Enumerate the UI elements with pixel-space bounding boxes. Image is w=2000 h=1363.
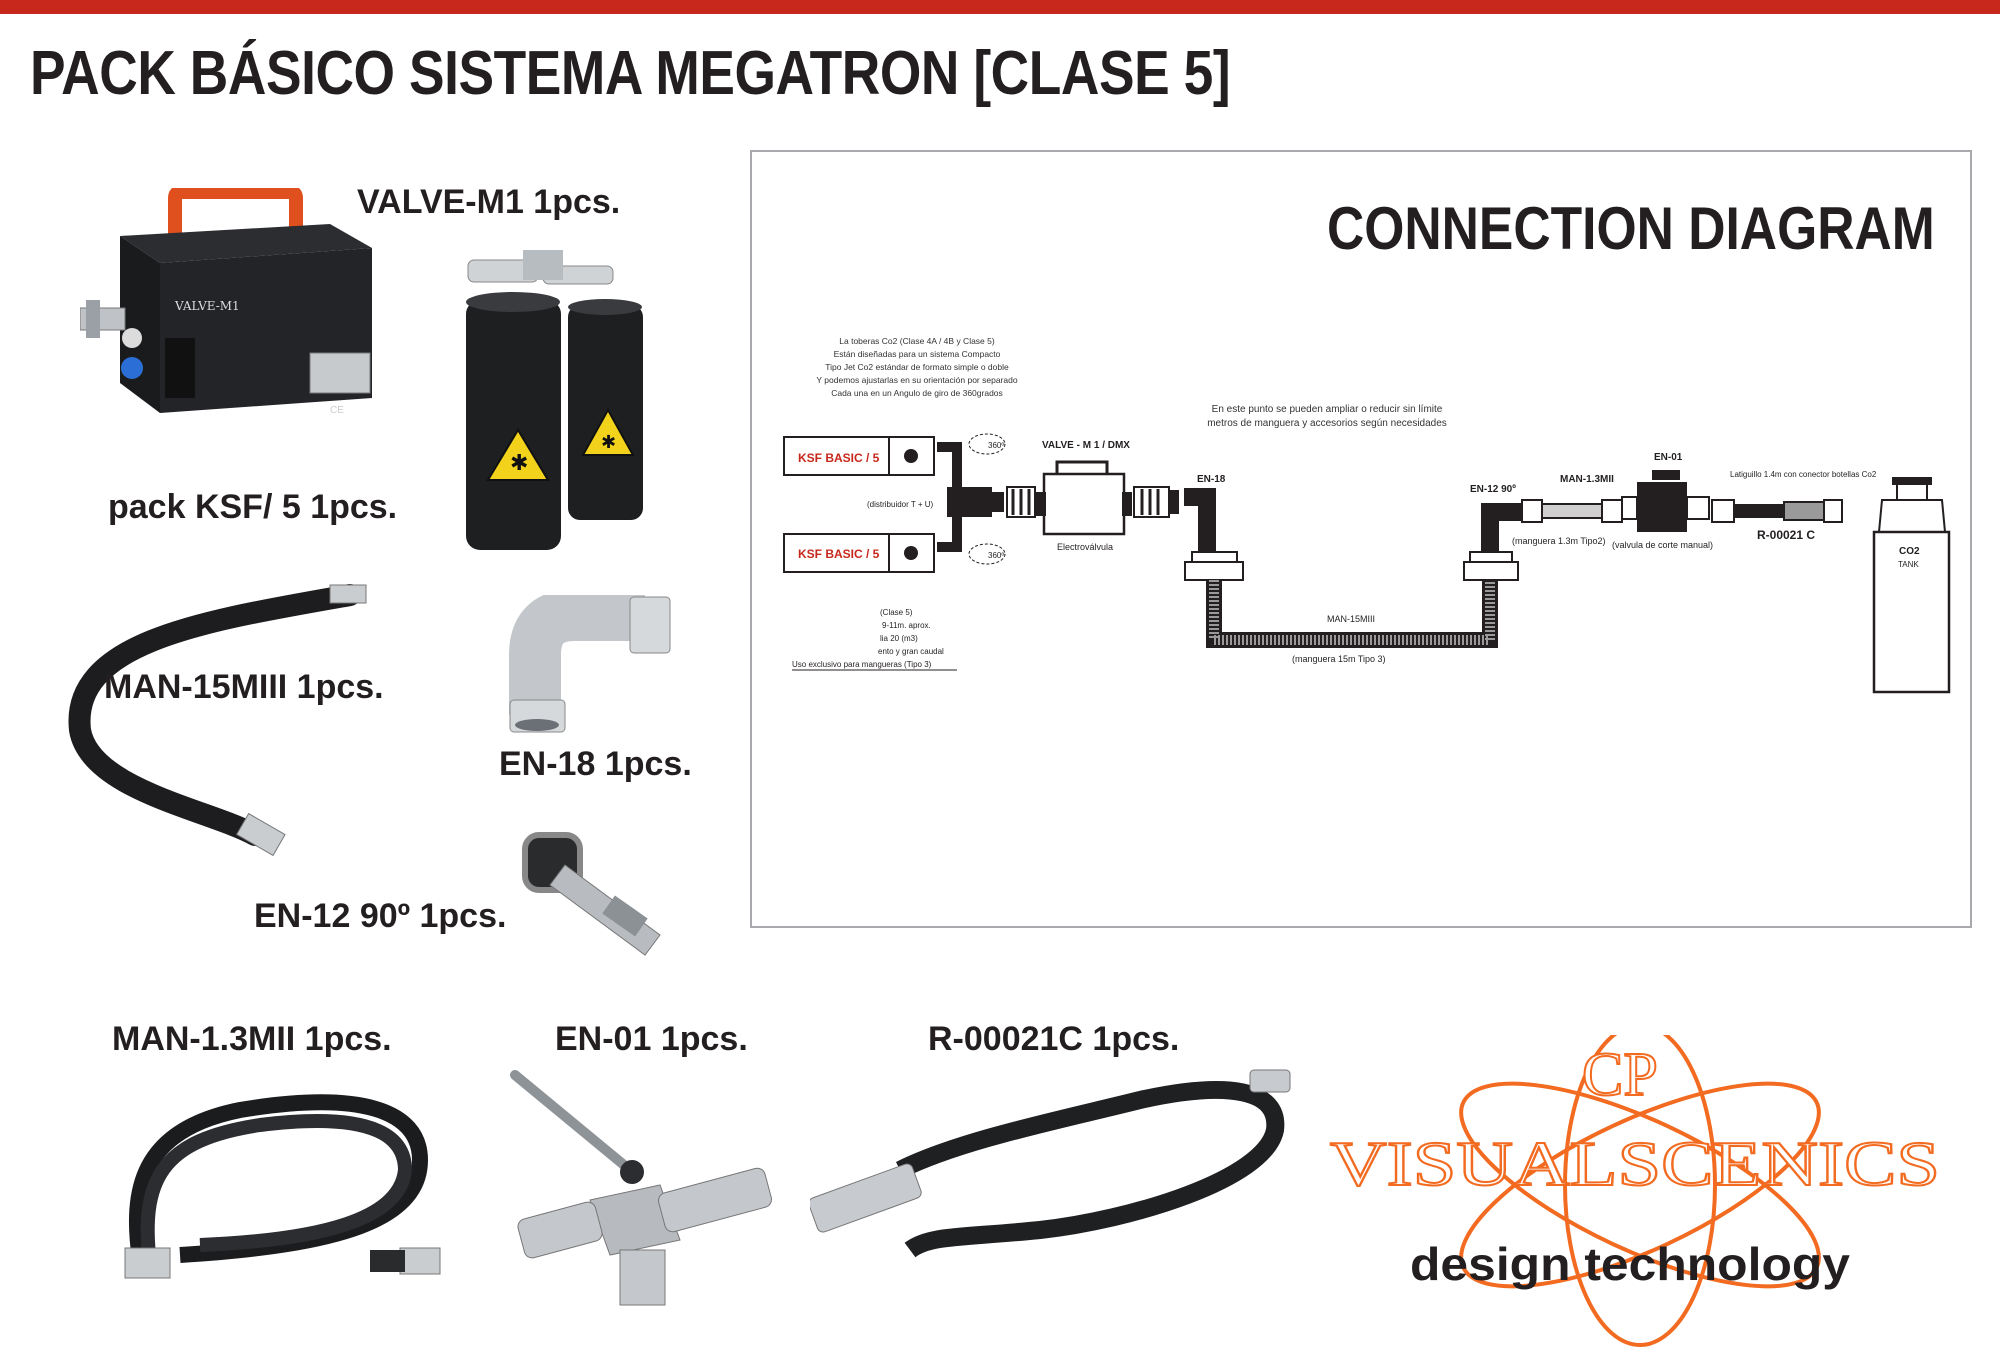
nozzle-note-line: La toberas Co2 (Clase 4A / 4B y Clase 5) xyxy=(839,336,995,346)
diagram-title: CONNECTION DIAGRAM xyxy=(1327,195,1935,262)
en12-text: EN-12 90º xyxy=(1470,484,1516,495)
en-01-image xyxy=(500,1060,800,1310)
nozzle-note-line: Cada una en un Angulo de giro de 360grad… xyxy=(831,388,1003,398)
nozzle-note-line: Tipo Jet Co2 estándar de formato simple … xyxy=(825,362,1009,372)
man15-text: MAN-15MIII xyxy=(1327,614,1375,624)
en-12-label: EN-12 90º 1pcs. xyxy=(254,897,507,935)
man-15miii-label: MAN-15MIII 1pcs. xyxy=(104,668,384,706)
ksf-bottom-box xyxy=(783,533,890,573)
valve-m1-image: VALVE-M1 CE xyxy=(80,188,380,428)
svg-text:✱: ✱ xyxy=(601,432,616,452)
r-00021c-image xyxy=(810,1060,1300,1280)
extend-note-line: En este punto se pueden ampliar o reduci… xyxy=(1212,404,1443,415)
en01-caption: (valvula de corte manual) xyxy=(1612,540,1713,550)
page-title: PACK BÁSICO SISTEMA MEGATRON [CLASE 5] xyxy=(30,39,1231,108)
distributor-text: (distribuidor T + U) xyxy=(867,500,934,509)
en-01-label: EN-01 1pcs. xyxy=(555,1020,748,1058)
usage-note: Uso exclusivo para mangueras (Tipo 3) xyxy=(792,660,932,669)
co2-tank-box xyxy=(1872,530,1951,694)
nozzle-note-line: Y podemos ajustarlas en su orientación p… xyxy=(816,375,1017,385)
en01-text: EN-01 xyxy=(1654,452,1683,463)
latiguillo-text: Latiguillo 1.4m con conector botellas Co… xyxy=(1730,470,1877,479)
r00021-text: R-00021 C xyxy=(1757,528,1815,542)
clase-note-line: lia 20 (m3) xyxy=(880,634,918,643)
r-00021c-label: R-00021C 1pcs. xyxy=(928,1020,1180,1058)
man-13mii-image xyxy=(120,1070,450,1290)
valve-caption: Electroválvula xyxy=(1057,542,1113,552)
man-15miii-image xyxy=(60,580,380,870)
en-18-image xyxy=(505,595,675,735)
diagram-canvas: La toberas Co2 (Clase 4A / 4B y Clase 5)… xyxy=(783,336,1951,694)
clase-note-line: ento y gran caudal xyxy=(878,647,944,656)
extend-note-line: metros de manguera y accesorios según ne… xyxy=(1207,418,1447,429)
top-accent-bar xyxy=(0,0,2000,14)
ksf-pack-image: ✱ ✱ xyxy=(448,250,648,560)
tank-text: CO2 xyxy=(1899,546,1920,557)
tank-text: TANK xyxy=(1898,560,1919,569)
svg-text:CE: CE xyxy=(330,405,344,416)
en18-text: EN-18 xyxy=(1197,474,1226,485)
rotation-bottom: 360º xyxy=(988,551,1004,560)
logo-initials: CP xyxy=(1582,1041,1658,1109)
connection-diagram: CONNECTION DIAGRAM La toberas Co2 (Clase… xyxy=(750,150,1972,928)
cp-visualscenics-logo: CP VISUALSCENICS design technology xyxy=(1320,1023,1950,1350)
man13-text: MAN-1.3MII xyxy=(1560,474,1614,485)
en-12-image xyxy=(520,825,670,960)
en-18-label: EN-18 1pcs. xyxy=(499,745,692,783)
svg-text:✱: ✱ xyxy=(510,450,528,475)
valve-label: VALVE - M 1 / DMX xyxy=(1042,440,1130,451)
man15-caption: (manguera 15m Tipo 3) xyxy=(1292,654,1386,664)
ksf-bottom-text: KSF BASIC / 5 xyxy=(798,547,880,561)
rotation-top: 360º xyxy=(988,441,1004,450)
nozzle-note-line: Están diseñadas para un sistema Compacto xyxy=(834,349,1001,359)
valve-m1-label: VALVE-M1 1pcs. xyxy=(357,183,621,221)
man13-caption: (manguera 1.3m Tipo2) xyxy=(1512,536,1606,546)
logo-brand: VISUALSCENICS xyxy=(1330,1128,1940,1199)
ksf-pack-label: pack KSF/ 5 1pcs. xyxy=(108,488,398,526)
clase-note-line: 9-11m. aprox. xyxy=(882,621,931,630)
ksf-top-text: KSF BASIC / 5 xyxy=(798,451,880,465)
electrovalve-box xyxy=(1042,472,1126,536)
logo-tagline: design technology xyxy=(1410,1238,1850,1290)
man-13mii-label: MAN-1.3MII 1pcs. xyxy=(112,1020,392,1058)
clase-note-line: (Clase 5) xyxy=(880,608,913,617)
valve-device-text: VALVE-M1 xyxy=(174,299,240,313)
